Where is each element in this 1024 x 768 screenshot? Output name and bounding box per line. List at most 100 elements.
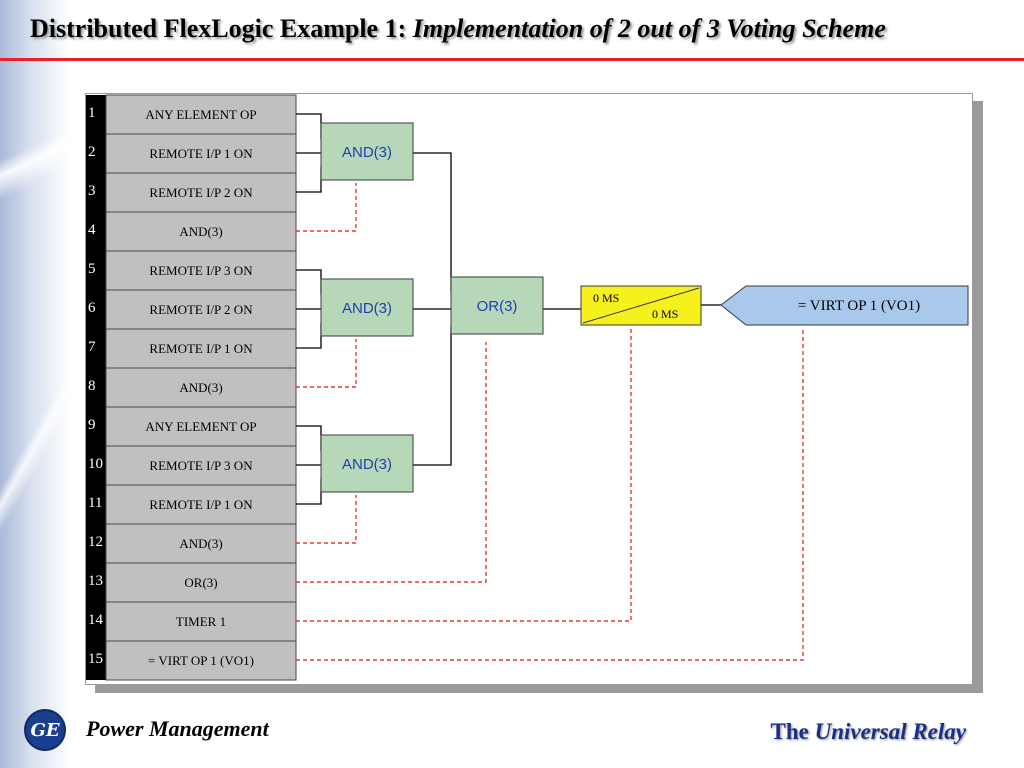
and-gate-3: AND(3) <box>320 434 414 493</box>
link-row1-and1 <box>296 113 322 139</box>
dashed-row15-output <box>296 327 804 661</box>
row-number-cell <box>86 212 106 251</box>
row-number-cell <box>86 251 106 290</box>
virtual-output-label: = VIRT OP 1 (VO1) <box>798 298 920 314</box>
dashed-links <box>296 183 804 661</box>
row-label-cell <box>105 562 297 603</box>
equation-row: 2 REMOTE I/P 1 ON <box>86 133 297 174</box>
row-number-cell <box>86 173 106 212</box>
row-label: REMOTE I/P 2 ON <box>149 185 253 200</box>
and-gate-2: AND(3) <box>320 278 414 337</box>
link-and1-or <box>413 152 452 292</box>
row-number-cell <box>86 485 106 524</box>
row-number: 1 <box>88 105 96 121</box>
row-number: 8 <box>88 378 96 394</box>
row-label: REMOTE I/P 1 ON <box>149 146 253 161</box>
row-number: 14 <box>88 612 104 628</box>
timer-pickup-label: 0 MS <box>593 291 619 305</box>
row-label: = VIRT OP 1 (VO1) <box>148 653 254 668</box>
link-row9-and3 <box>296 425 322 451</box>
slide-title: Distributed FlexLogic Example 1: Impleme… <box>30 14 886 44</box>
link-row11-and3 <box>296 479 322 505</box>
connection-lines <box>296 113 721 505</box>
equation-row: 7 REMOTE I/P 1 ON <box>86 328 297 369</box>
row-label: REMOTE I/P 2 ON <box>149 302 253 317</box>
row-label: REMOTE I/P 1 ON <box>149 341 253 356</box>
link-row5-and2 <box>296 269 322 295</box>
equation-row: 6 REMOTE I/P 2 ON <box>86 289 297 330</box>
footer-right-italic: Universal Relay <box>814 719 966 744</box>
row-label: AND(3) <box>179 224 222 239</box>
footer-universal-relay: The Universal Relay <box>771 719 967 745</box>
virtual-output: = VIRT OP 1 (VO1) <box>720 285 969 326</box>
dashed-row13-or <box>296 342 487 583</box>
equation-row: 5 REMOTE I/P 3 ON <box>86 250 297 291</box>
row-number: 7 <box>88 339 96 355</box>
row-label-cell <box>105 250 297 291</box>
row-number-cell <box>86 290 106 329</box>
title-bold: Distributed FlexLogic Example 1: <box>30 14 407 43</box>
dashed-row4-and1 <box>296 183 357 232</box>
row-number: 6 <box>88 300 96 316</box>
footer-power-management: Power Management <box>86 716 269 741</box>
and-gate-3-label: AND(3) <box>342 456 392 473</box>
and-gate-1-label: AND(3) <box>342 144 392 161</box>
row-number: 10 <box>88 456 103 472</box>
row-label: ANY ELEMENT OP <box>145 419 256 434</box>
title-italic: Implementation of 2 out of 3 Voting Sche… <box>412 14 886 43</box>
row-number: 15 <box>88 651 103 667</box>
dashed-row8-and2 <box>296 339 357 388</box>
row-number-cell <box>86 524 106 563</box>
row-label-cell <box>105 367 297 408</box>
title-divider <box>0 58 1024 61</box>
row-label-cell <box>105 601 297 642</box>
equation-row: 15 = VIRT OP 1 (VO1) <box>86 640 297 681</box>
left-background-glow <box>0 0 70 768</box>
row-number-cell <box>86 368 106 407</box>
row-label: OR(3) <box>184 575 217 590</box>
footer-right-prefix: The <box>770 719 809 744</box>
and-gate-1: AND(3) <box>320 122 414 181</box>
timer-block: 0 MS 0 MS <box>580 285 702 326</box>
row-number-cell <box>86 329 106 368</box>
row-number-cell <box>86 446 106 485</box>
or-gate: OR(3) <box>450 276 544 335</box>
row-label: ANY ELEMENT OP <box>145 107 256 122</box>
dashed-row12-and3 <box>296 495 357 544</box>
row-label-cell <box>105 445 297 486</box>
equation-row: 10 REMOTE I/P 3 ON <box>86 445 297 486</box>
timer-dropout-label: 0 MS <box>652 307 678 321</box>
row-label-cell <box>105 523 297 564</box>
link-and3-or <box>413 326 452 466</box>
row-label-cell <box>105 211 297 252</box>
row-label: REMOTE I/P 3 ON <box>149 263 253 278</box>
row-label: REMOTE I/P 1 ON <box>149 497 253 512</box>
row-label-cell <box>105 640 297 681</box>
row-number: 12 <box>88 534 103 550</box>
row-label: REMOTE I/P 3 ON <box>149 458 253 473</box>
row-label-cell <box>105 133 297 174</box>
equation-row: 13 OR(3) <box>86 562 297 603</box>
row-number-cell <box>86 95 106 134</box>
row-number: 2 <box>88 144 96 160</box>
ge-logo: GE <box>24 709 66 751</box>
row-number: 4 <box>88 222 96 238</box>
row-number-cell <box>86 641 106 680</box>
row-number-cell <box>86 407 106 446</box>
and-gate-2-label: AND(3) <box>342 300 392 317</box>
row-number-cell <box>86 563 106 602</box>
link-row3-and1 <box>296 167 322 193</box>
row-number: 13 <box>88 573 103 589</box>
row-number-cell <box>86 602 106 641</box>
equation-row: 1 ANY ELEMENT OP <box>86 94 297 135</box>
row-number: 5 <box>88 261 96 277</box>
or-gate-label: OR(3) <box>477 298 518 315</box>
